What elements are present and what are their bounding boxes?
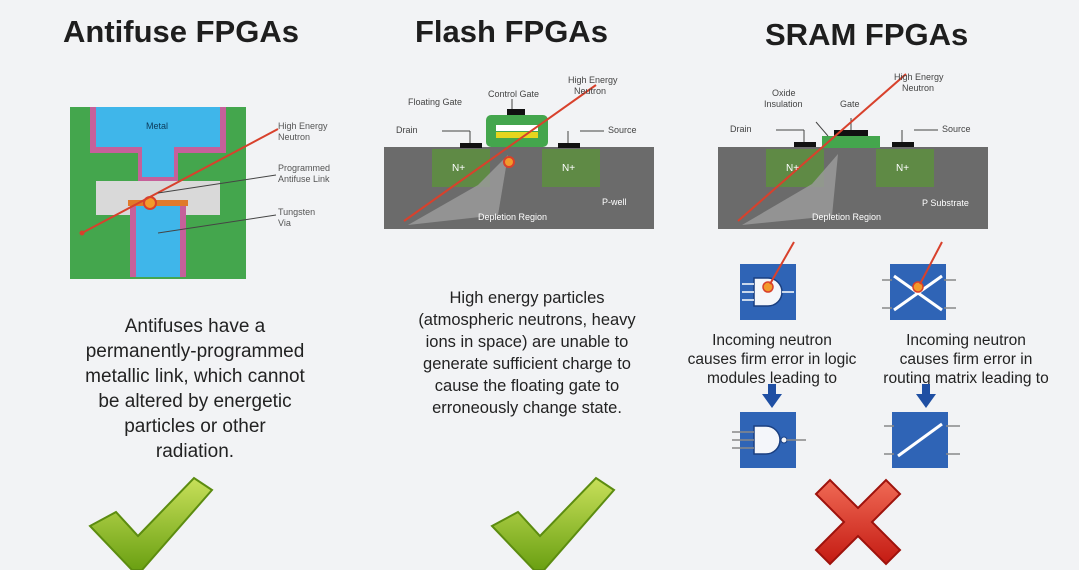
flash-description-line: High energy particles [449,289,605,307]
flash-neutron-label-line2: Neutron [574,86,606,96]
control-gate-label: Control Gate [488,89,539,99]
via-label-line1: Tungsten [278,207,315,217]
flash-description: High energy particles (atmospheric neutr… [388,287,666,419]
flash-title: Flash FPGAs [415,14,608,49]
antifuse-neutron-label-line2: Neutron [278,132,310,142]
flash-source-label: Source [608,125,637,135]
routing-module-result-icon [884,412,960,468]
antifuse-link-label-line2: Antifuse Link [278,174,330,184]
antifuse-link-label-line1: Programmed [278,163,330,173]
sram-source-label: Source [942,124,971,134]
via-label-line2: Via [278,218,291,228]
antifuse-title: Antifuse FPGAs [63,14,299,49]
antifuse-description-line: particles or other [124,416,266,437]
sram-drain-label: Drain [730,124,752,134]
routing-caption-line: Incoming neutron [906,332,1026,349]
flash-description-line: (atmospheric neutrons, heavy [418,311,636,329]
arrow-down-icon [762,384,782,408]
sram-cross-section-diagram: Oxide Insulation Gate High Energy Neutro… [718,72,988,229]
sram-drain-nplus-label: N+ [786,163,799,174]
arrow-down-icon [916,384,936,408]
check-icon [490,476,616,570]
antifuse-description-line: permanently-programmed [85,341,305,362]
metal-label: Metal [146,121,168,131]
antifuse-description-line: metallic link, which cannot [85,366,305,387]
antifuse-cross-section-diagram: Metal High Energy Neutron Programmed Ant… [70,107,330,279]
antifuse-description-line: Antifuses have a [124,316,266,337]
routing-caption-line: routing matrix leading to [883,370,1049,387]
flash-neutron-label-line1: High Energy [568,75,618,85]
logic-caption-line: modules leading to [706,370,838,387]
routing-caption-line: causes firm error in [899,351,1033,368]
flash-description-line: ions in space) are unable to [425,333,629,351]
sram-title: SRAM FPGAs [765,17,969,52]
logic-module-faulty-icon [740,241,796,320]
antifuse-description-line: radiation. [155,441,235,462]
sram-neutron-label-line1: High Energy [894,72,944,82]
antifuse-neutron-label-line1: High Energy [278,121,328,131]
floating-gate-label: Floating Gate [408,97,462,107]
flash-description-line: cause the floating gate to [434,377,620,395]
flash-source-nplus-label: N+ [562,163,575,174]
substrate-label: P Substrate [922,198,969,208]
logic-caption-line: Incoming neutron [712,332,832,349]
flash-cross-section-diagram: Floating Gate Control Gate High Energy N… [384,75,654,229]
sram-depletion-label: Depletion Region [812,212,881,222]
pwell-label: P-well [602,197,627,207]
oxide-label-line1: Oxide [772,88,796,98]
antifuse-description-line: be altered by energetic [98,391,292,412]
flash-drain-nplus-label: N+ [452,163,465,174]
antifuse-description: Antifuses have a permanently-programmed … [50,314,340,464]
oxide-label-line2: Insulation [764,99,803,109]
sram-source-nplus-label: N+ [896,163,909,174]
logic-module-nand-icon [732,412,806,468]
flash-depletion-label: Depletion Region [478,212,547,222]
gate-label: Gate [840,99,860,109]
routing-module-faulty-icon [882,241,956,320]
check-icon [88,476,214,570]
cross-icon [814,478,902,566]
logic-module-caption: Incoming neutron causes firm error in lo… [677,331,867,388]
flash-description-line: erroneously change state. [432,399,622,417]
routing-matrix-caption: Incoming neutron causes firm error in ro… [866,331,1066,388]
sram-neutron-label-line2: Neutron [902,83,934,93]
flash-drain-label: Drain [396,125,418,135]
logic-caption-line: causes firm error in logic [687,351,857,368]
flash-description-line: generate sufficient charge to [423,355,631,373]
